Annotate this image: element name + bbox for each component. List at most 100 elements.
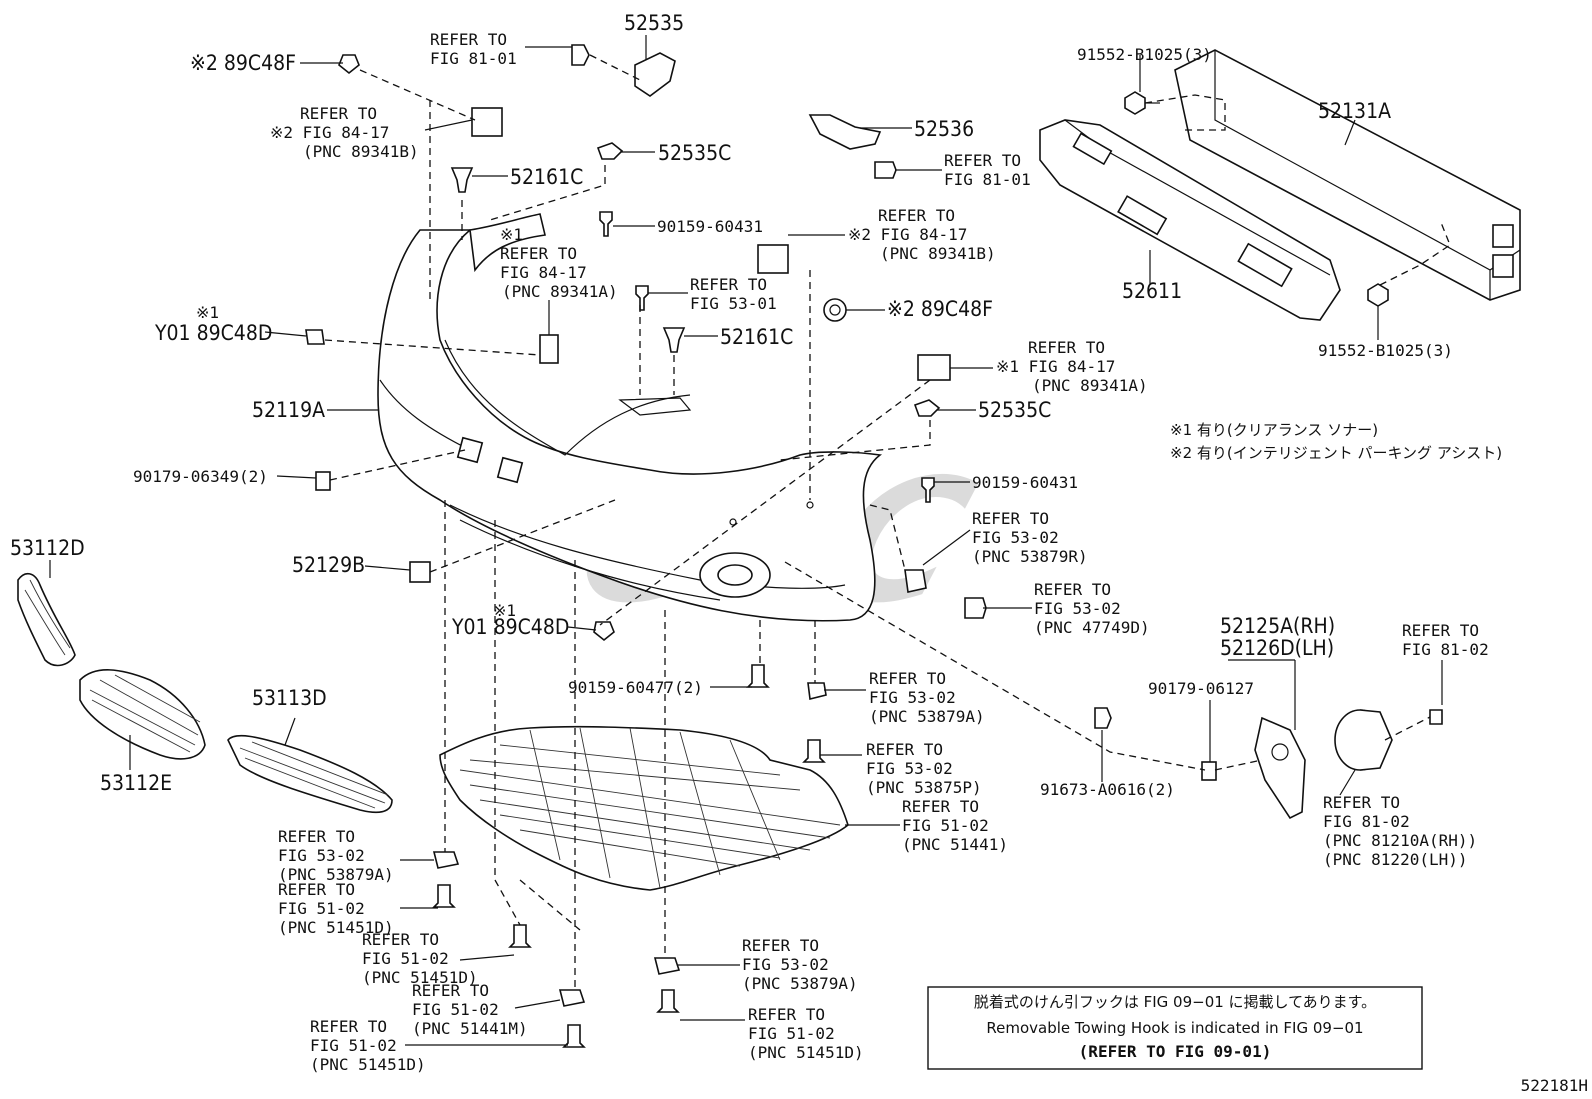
ref-81-01-b-1: REFER TO	[944, 151, 1021, 170]
part-labels: ※2 89C48F 52535 REFER TO FIG 81-01 REFER…	[10, 11, 1489, 1074]
ref-81-01-a-2: FIG 81-01	[430, 49, 517, 68]
grille-53112d	[17, 572, 76, 667]
ref-51-02-b-2: FIG 51-02	[278, 899, 365, 918]
label-90179-06127: 90179-06127	[1148, 679, 1254, 698]
label-52119a: 52119A	[252, 398, 325, 422]
note-box	[927, 986, 1423, 1070]
ref-84-17-a-2: ※2 FIG 84-17	[270, 123, 389, 142]
ref-53-02-c-2: FIG 53-02	[869, 688, 956, 707]
label-53112d: 53112D	[10, 536, 85, 560]
ref-81-01-b-2: FIG 81-01	[944, 170, 1031, 189]
label-52536: 52536	[914, 117, 974, 141]
energy-absorber	[1039, 119, 1341, 321]
ref-53-02-c-3: (PNC 53879A)	[869, 707, 985, 726]
ref-51-02-a-3: (PNC 51441)	[902, 835, 1008, 854]
bolt-91552-bottom	[1367, 283, 1389, 307]
connection-lines	[324, 54, 1451, 990]
ref-84-17-a-3: (PNC 89341B)	[303, 142, 419, 161]
label-52535c-b: 52535C	[978, 398, 1051, 422]
label-52126d: 52126D(LH)	[1220, 636, 1334, 660]
label-89c48f-top: ※2 89C48F	[190, 51, 296, 75]
grille-53112e	[79, 669, 206, 760]
ref-53-01-2: FIG 53-01	[690, 294, 777, 313]
ref-53-02-a-2: FIG 53-02	[972, 528, 1059, 547]
bumper-cover	[377, 213, 883, 622]
ref-53-02-f-2: FIG 53-02	[742, 955, 829, 974]
label-52129b: 52129B	[292, 553, 365, 577]
ref-53-02-b-2: FIG 53-02	[1034, 599, 1121, 618]
label-53113d: 53113D	[252, 686, 327, 710]
ref-53-02-d-1: REFER TO	[866, 740, 943, 759]
ref-84-17-a-1: REFER TO	[300, 104, 377, 123]
label-y01-a-0: ※1	[196, 303, 219, 322]
ref-53-02-f-3: (PNC 53879A)	[742, 974, 858, 993]
ref-51-02-b-3: (PNC 51451D)	[278, 918, 394, 937]
ref-81-02-a-2: FIG 81-02	[1402, 640, 1489, 659]
label-91673: 91673-A0616(2)	[1040, 780, 1175, 799]
label-90159-60477: 90159-60477(2)	[568, 678, 703, 697]
label-91552-a: 91552-B1025(3)	[1077, 45, 1212, 64]
note-ref: (REFER TO FIG 09-01)	[1079, 1042, 1272, 1061]
ref-51-02-f-1: REFER TO	[748, 1005, 825, 1024]
legend-2: ※2 有り(インテリジェント パーキング アシスト)	[1170, 444, 1502, 462]
ref-81-01-a-1: REFER TO	[430, 30, 507, 49]
ref-53-02-e-1: REFER TO	[278, 827, 355, 846]
label-52161c-a: 52161C	[510, 165, 583, 189]
label-52535c-a: 52535C	[658, 141, 731, 165]
ref-81-02-a-1: REFER TO	[1402, 621, 1479, 640]
ref-81-02-b-3: (PNC 81210A(RH))	[1323, 831, 1477, 850]
ref-84-17-d-3: (PNC 89341A)	[1032, 376, 1148, 395]
ref-53-02-b-1: REFER TO	[1034, 580, 1111, 599]
ref-53-02-f-1: REFER TO	[742, 936, 819, 955]
ref-84-17-c-3: (PNC 89341B)	[880, 244, 996, 263]
label-53112e: 53112E	[100, 771, 172, 795]
grille-53113d	[227, 734, 393, 814]
engine-under-cover	[439, 725, 849, 891]
leader-lines	[49, 35, 1443, 1046]
fog-lamp-bracket	[1254, 716, 1306, 820]
label-y01-b-1: Y01 89C48D	[451, 615, 569, 639]
ref-51-02-d-2: FIG 51-02	[412, 1000, 499, 1019]
ref-51-02-e-2: FIG 51-02	[310, 1036, 397, 1055]
ref-53-02-b-3: (PNC 47749D)	[1034, 618, 1150, 637]
ref-51-02-e-1: REFER TO	[310, 1017, 387, 1036]
ref-84-17-d-2: ※1 FIG 84-17	[996, 357, 1115, 376]
ref-51-02-a-1: REFER TO	[902, 797, 979, 816]
label-89c48f-b: ※2 89C48F	[887, 297, 993, 321]
ref-51-02-e-3: (PNC 51451D)	[310, 1055, 426, 1074]
ref-51-02-c-2: FIG 51-02	[362, 949, 449, 968]
label-90159-60431-b: 90159-60431	[972, 473, 1078, 492]
ref-51-02-f-3: (PNC 51451D)	[748, 1043, 864, 1062]
ref-51-02-f-2: FIG 51-02	[748, 1024, 835, 1043]
bolt-91552-top	[1124, 91, 1160, 115]
label-52611: 52611	[1122, 279, 1182, 303]
ref-53-01-1: REFER TO	[690, 275, 767, 294]
ref-53-02-a-3: (PNC 53879R)	[972, 547, 1088, 566]
ref-84-17-c-1: REFER TO	[878, 206, 955, 225]
ref-84-17-b-2: FIG 84-17	[500, 263, 587, 282]
ref-53-02-a-1: REFER TO	[972, 509, 1049, 528]
ref-81-02-b-2: FIG 81-02	[1323, 812, 1410, 831]
ref-51-02-c-1: REFER TO	[362, 930, 439, 949]
ref-81-02-b-1: REFER TO	[1323, 793, 1400, 812]
note-jp: 脱着式のけん引フックは FIG 09−01 に掲載してあります。	[974, 993, 1376, 1011]
ref-84-17-d-1: REFER TO	[1028, 338, 1105, 357]
ref-53-02-e-2: FIG 53-02	[278, 846, 365, 865]
ref-84-17-b-0: ※1	[500, 225, 523, 244]
ref-81-02-b-4: (PNC 81220(LH))	[1323, 850, 1468, 869]
fasteners	[305, 44, 1443, 1048]
ref-51-02-c-3: (PNC 51451D)	[362, 968, 478, 987]
label-52535: 52535	[624, 11, 684, 35]
bumper-reinforcement	[1174, 49, 1521, 301]
diagram-code: 522181H	[1521, 1076, 1588, 1095]
ref-51-02-b-1: REFER TO	[278, 880, 355, 899]
nut-90179-06127	[1201, 761, 1217, 781]
label-y01-b-0: ※1	[493, 601, 516, 620]
ref-84-17-b-1: REFER TO	[500, 244, 577, 263]
label-90179-06349: 90179-06349(2)	[133, 467, 268, 486]
ref-84-17-c-2: ※2 FIG 84-17	[848, 225, 967, 244]
label-91552-b: 91552-B1025(3)	[1318, 341, 1453, 360]
label-52125a: 52125A(RH)	[1220, 614, 1335, 638]
label-52161c-b: 52161C	[720, 325, 793, 349]
label-52131a: 52131A	[1318, 99, 1391, 123]
